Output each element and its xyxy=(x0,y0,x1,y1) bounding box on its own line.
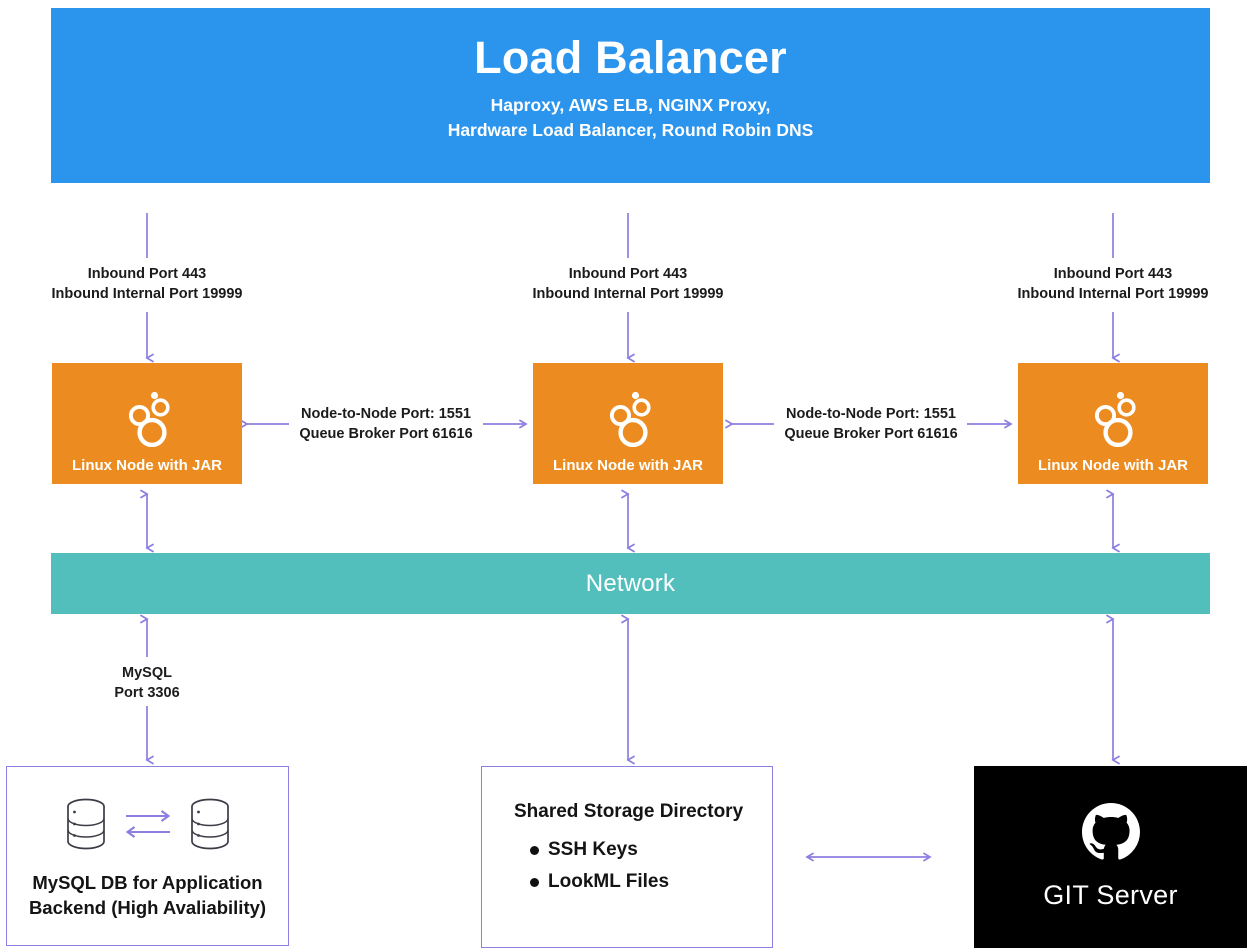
linux-node-1[interactable]: Linux Node with JAR xyxy=(52,363,242,484)
linux-node-1-label: Linux Node with JAR xyxy=(72,456,222,474)
mysql-link-label-line2: Port 3306 xyxy=(114,685,180,701)
load-balancer-subtitle-line1: Haproxy, AWS ELB, NGINX Proxy, xyxy=(490,95,771,116)
mysql-db-caption: MySQL DB for Application Backend (High A… xyxy=(29,871,266,920)
inbound-label-2-line2: Inbound Internal Port 19999 xyxy=(532,286,724,302)
node-link-label-2-line2: Queue Broker Port 61616 xyxy=(784,426,958,442)
bidirectional-replication-arrows-icon xyxy=(120,802,176,851)
linux-node-3[interactable]: Linux Node with JAR xyxy=(1018,363,1208,484)
load-balancer-title: Load Balancer xyxy=(474,32,787,84)
load-balancer-subtitle: Haproxy, AWS ELB, NGINX Proxy, Hardware … xyxy=(448,93,814,143)
database-cylinder-icon xyxy=(188,796,232,857)
linux-node-2-label: Linux Node with JAR xyxy=(553,456,703,474)
load-balancer-box: Load Balancer Haproxy, AWS ELB, NGINX Pr… xyxy=(51,8,1210,183)
node-link-label-1-line1: Node-to-Node Port: 1551 xyxy=(301,406,471,422)
node-link-label-2-line1: Node-to-Node Port: 1551 xyxy=(786,406,956,422)
shared-storage-item-label: SSH Keys xyxy=(548,839,638,860)
looker-logo-icon xyxy=(602,387,654,452)
looker-logo-icon xyxy=(1087,387,1139,452)
git-server-label: GIT Server xyxy=(1043,880,1178,910)
shared-storage-box: Shared Storage Directory SSH Keys LookML… xyxy=(481,766,773,948)
inbound-label-2: Inbound Port 443 Inbound Internal Port 1… xyxy=(512,264,744,304)
mysql-db-box: MySQL DB for Application Backend (High A… xyxy=(6,766,289,946)
shared-storage-item-ssh-keys: SSH Keys xyxy=(530,839,772,861)
shared-storage-item-lookml-files: LookML Files xyxy=(530,871,772,893)
inbound-label-2-line1: Inbound Port 443 xyxy=(568,266,688,282)
inbound-label-3: Inbound Port 443 Inbound Internal Port 1… xyxy=(997,264,1229,304)
github-octocat-icon xyxy=(1081,803,1140,866)
shared-storage-item-label: LookML Files xyxy=(548,871,670,892)
mysql-db-caption-line1: MySQL DB for Application xyxy=(32,872,263,894)
network-bar: Network xyxy=(51,553,1210,614)
node-link-label-1-line2: Queue Broker Port 61616 xyxy=(299,426,473,442)
load-balancer-subtitle-line2: Hardware Load Balancer, Round Robin DNS xyxy=(447,120,814,141)
git-server-box: GIT Server xyxy=(974,766,1247,948)
mysql-db-caption-line2: Backend (High Avaliability) xyxy=(28,896,267,918)
inbound-label-1-line1: Inbound Port 443 xyxy=(87,266,207,282)
mysql-link-label-line1: MySQL xyxy=(122,665,172,681)
inbound-label-1: Inbound Port 443 Inbound Internal Port 1… xyxy=(31,264,263,304)
database-cylinder-icon xyxy=(64,796,108,857)
node-link-label-1: Node-to-Node Port: 1551 Queue Broker Por… xyxy=(290,404,482,444)
node-link-label-2: Node-to-Node Port: 1551 Queue Broker Por… xyxy=(775,404,967,444)
network-label: Network xyxy=(585,569,676,597)
bullet-icon xyxy=(530,877,539,887)
inbound-label-3-line1: Inbound Port 443 xyxy=(1053,266,1173,282)
inbound-label-3-line2: Inbound Internal Port 19999 xyxy=(1017,286,1209,302)
looker-logo-icon xyxy=(121,387,173,452)
mysql-link-label: MySQL Port 3306 xyxy=(77,663,217,703)
linux-node-3-label: Linux Node with JAR xyxy=(1038,456,1188,474)
inbound-label-1-line2: Inbound Internal Port 19999 xyxy=(51,286,243,302)
linux-node-2[interactable]: Linux Node with JAR xyxy=(533,363,723,484)
shared-storage-title: Shared Storage Directory xyxy=(514,801,744,822)
database-replication-graphic xyxy=(64,796,232,857)
bullet-icon xyxy=(530,845,539,855)
